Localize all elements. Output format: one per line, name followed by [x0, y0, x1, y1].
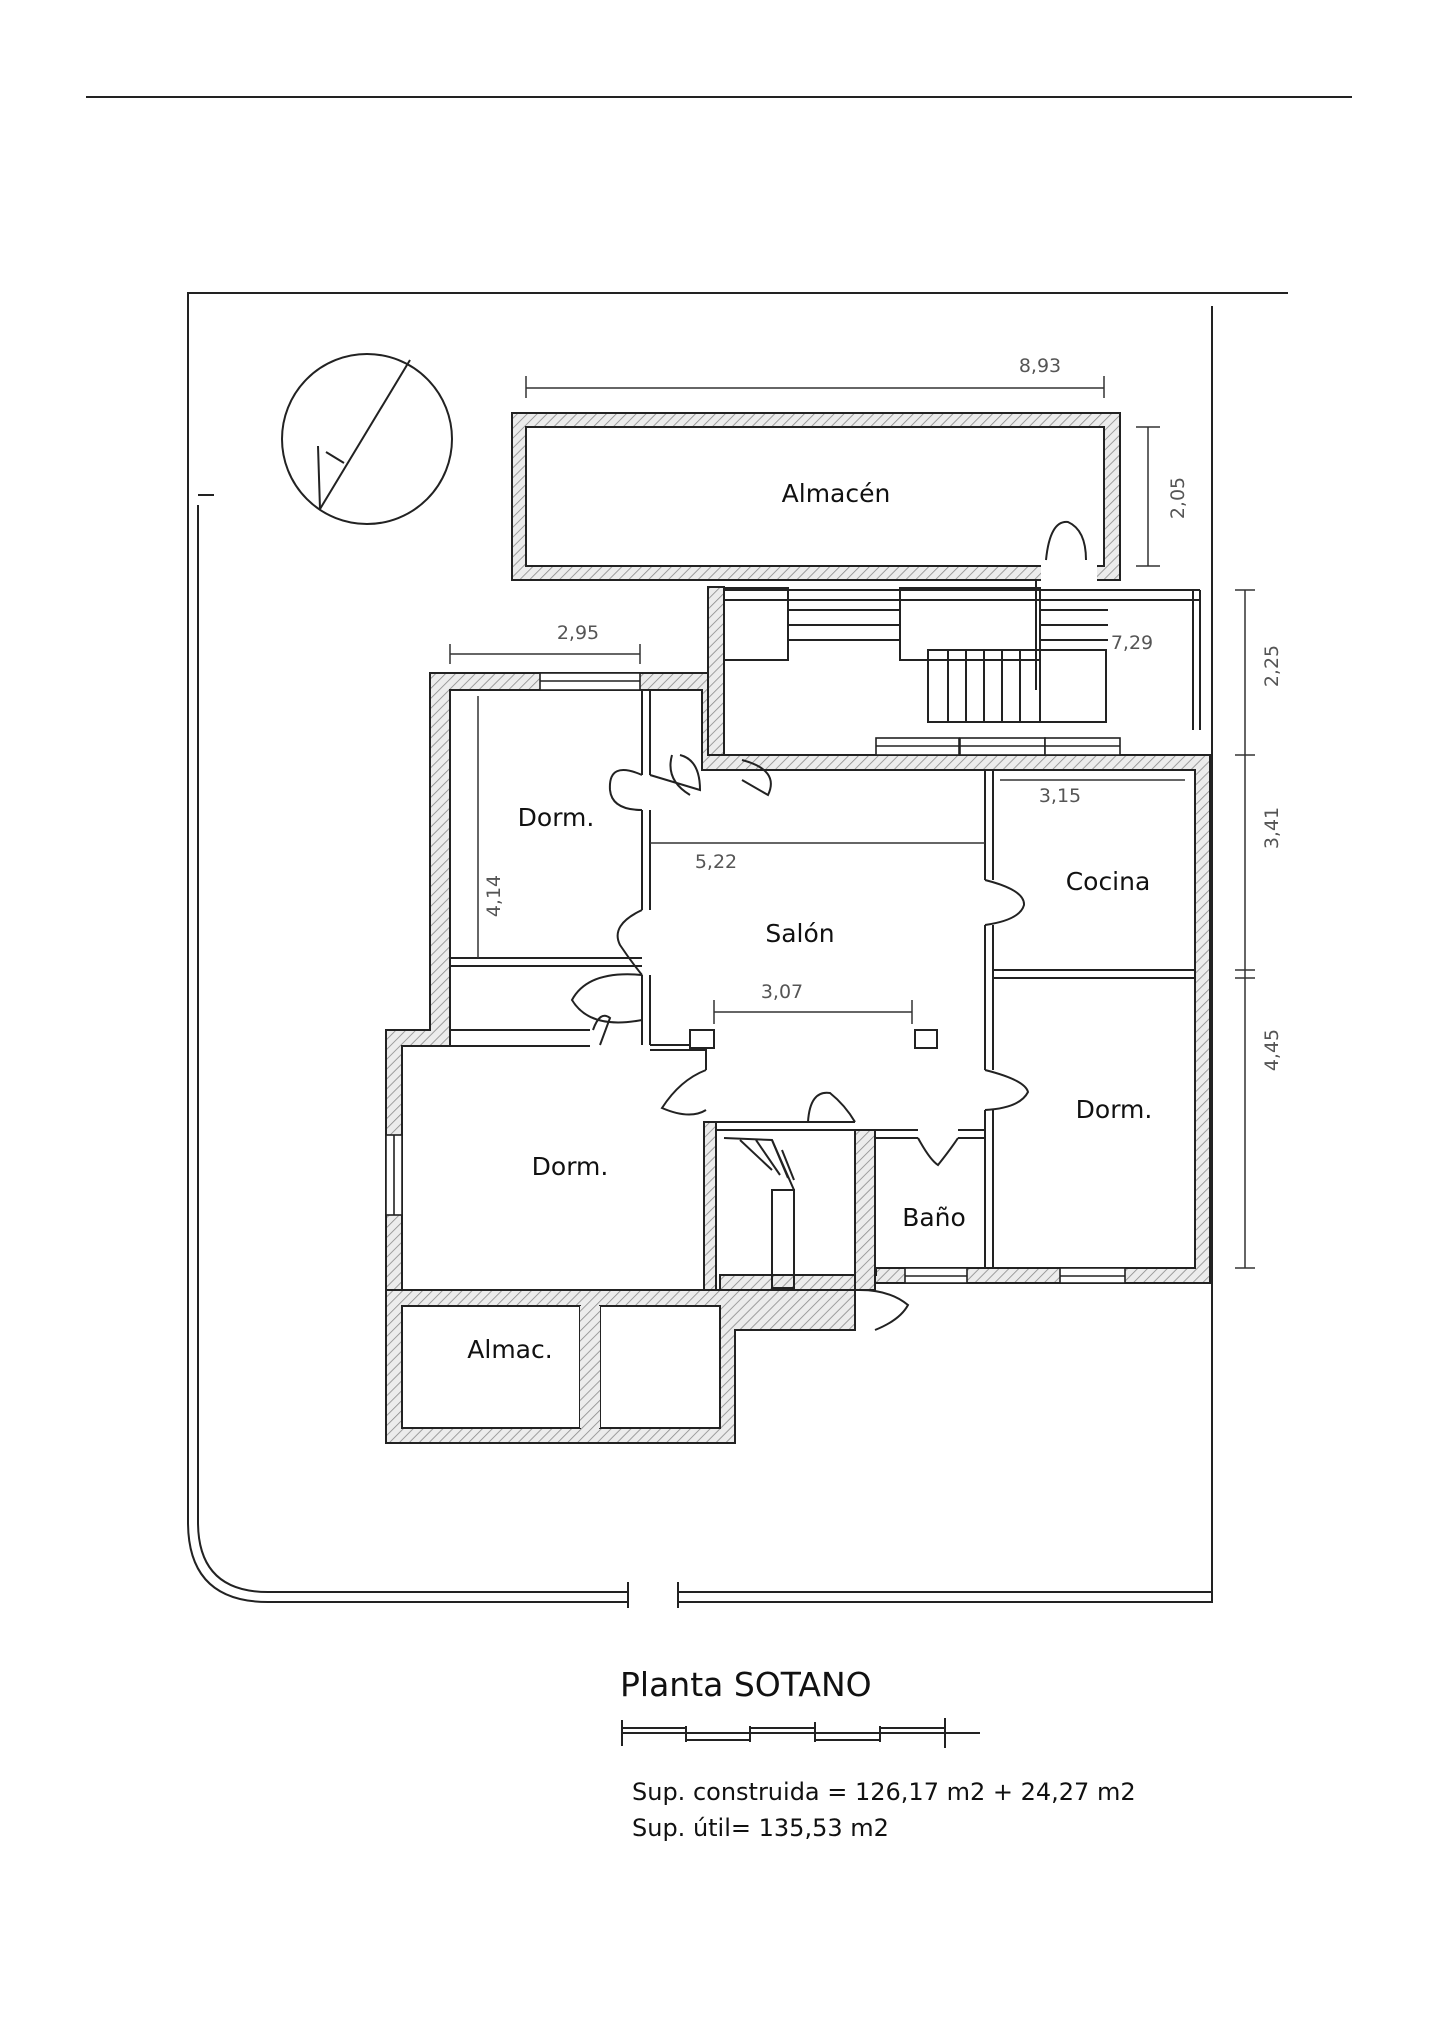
room-label-salon: Salón — [765, 919, 834, 948]
interior-partitions — [450, 690, 1195, 1291]
dimension-label-4-14: 4,14 — [483, 875, 505, 917]
dimension-lines — [449, 376, 1255, 1269]
area-util: Sup. útil= 135,53 m2 — [632, 1814, 889, 1842]
lower-section — [385, 1289, 856, 1444]
room-label-bano: Baño — [902, 1203, 966, 1232]
dimension-label-3-41: 3,41 — [1261, 807, 1283, 849]
interior-stair — [723, 1137, 795, 1289]
entrance-terrace — [707, 580, 1201, 756]
scale-bar-icon — [621, 1718, 980, 1748]
dimension-label-2-25: 2,25 — [1261, 645, 1283, 687]
room-label-dorm-lower-left: Dorm. — [532, 1152, 609, 1181]
dimension-label-3-15: 3,15 — [1039, 785, 1081, 807]
dimension-label-8-93: 8,93 — [1019, 355, 1061, 377]
plot-boundary — [187, 292, 1288, 1608]
room-label-almac: Almac. — [467, 1335, 552, 1364]
north-arrow-icon — [281, 353, 453, 525]
dimension-label-4-45: 4,45 — [1261, 1029, 1283, 1071]
room-label-dorm-upper-left: Dorm. — [518, 803, 595, 832]
dimension-label-5-22: 5,22 — [695, 851, 737, 873]
room-label-cocina: Cocina — [1066, 867, 1151, 896]
dimension-label-3-07: 3,07 — [761, 981, 803, 1003]
plan-title: Planta SOTANO — [620, 1665, 872, 1704]
dimension-label-7-29: 7,29 — [1111, 632, 1153, 654]
doors — [570, 754, 1030, 1331]
area-construida: Sup. construida = 126,17 m2 + 24,27 m2 — [632, 1778, 1136, 1806]
dimension-label-2-95: 2,95 — [557, 622, 599, 644]
room-label-almacen: Almacén — [782, 479, 891, 508]
storage-block — [511, 412, 1121, 582]
dimension-label-2-05: 2,05 — [1167, 477, 1189, 519]
room-label-dorm-right: Dorm. — [1076, 1095, 1153, 1124]
windows — [385, 672, 1126, 1356]
